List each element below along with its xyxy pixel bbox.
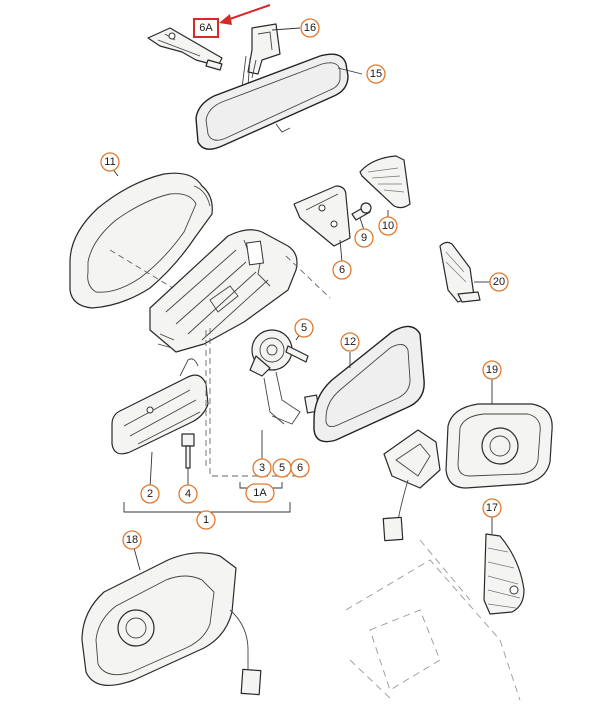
callout-1a: 1A — [245, 483, 275, 503]
svg-text:16: 16 — [304, 22, 316, 34]
svg-text:11: 11 — [104, 156, 115, 168]
svg-text:4: 4 — [185, 488, 191, 500]
svg-text:9: 9 — [361, 232, 367, 244]
part-15-interior-mirror — [195, 53, 349, 150]
part-18-mirror-base — [81, 552, 262, 696]
part-16-bracket — [241, 23, 281, 89]
svg-text:17: 17 — [486, 502, 498, 514]
svg-text:3: 3 — [259, 462, 265, 474]
svg-text:1: 1 — [203, 514, 209, 526]
svg-text:6: 6 — [297, 462, 303, 474]
svg-text:20: 20 — [493, 276, 505, 288]
callout-6b: 6 — [290, 458, 310, 478]
svg-text:5: 5 — [301, 322, 307, 334]
svg-text:19: 19 — [486, 364, 498, 376]
svg-text:12: 12 — [344, 336, 356, 348]
svg-text:5: 5 — [279, 462, 285, 474]
callout-1: 1 — [196, 510, 216, 530]
part-12-mirror-glass — [313, 325, 425, 443]
svg-text:6: 6 — [339, 264, 345, 276]
callout-16: 16 — [300, 18, 320, 38]
highlight-6a: 6A — [193, 4, 271, 38]
part-17-indicator — [483, 533, 525, 615]
callout-9: 9 — [354, 228, 374, 248]
callout-3: 3 — [252, 458, 272, 478]
callout-2: 2 — [140, 484, 160, 504]
callout-17: 17 — [482, 498, 502, 518]
svg-text:10: 10 — [382, 220, 394, 232]
callout-20: 20 — [489, 272, 509, 292]
callout-18: 18 — [122, 530, 142, 550]
svg-text:15: 15 — [370, 68, 382, 80]
part-9-screw — [351, 202, 372, 221]
callout-6-top: 6 — [332, 260, 352, 280]
callout-19: 19 — [482, 360, 502, 380]
svg-text:18: 18 — [126, 534, 138, 546]
part-5-screw — [285, 345, 309, 363]
svg-text:1A: 1A — [253, 487, 267, 499]
callout-4: 4 — [178, 484, 198, 504]
adjustment-motor — [249, 329, 301, 425]
part-6a-clip — [147, 27, 223, 71]
part-6-bracket — [293, 185, 351, 247]
part-20-trim — [439, 241, 481, 303]
part-2-lower-cover — [111, 358, 209, 455]
callout-15: 15 — [366, 64, 386, 84]
mirror-frame-assembly — [149, 229, 331, 353]
callout-10: 10 — [378, 216, 398, 236]
callout-11: 11 — [100, 152, 120, 172]
callout-5b: 5 — [272, 458, 292, 478]
callout-5: 5 — [294, 318, 314, 338]
part-11-housing — [69, 172, 213, 309]
door-outline — [345, 539, 521, 701]
part-19-mirror-assembly — [382, 403, 553, 542]
svg-text:2: 2 — [147, 488, 153, 500]
part-4-screw — [181, 433, 195, 469]
part-10-cover — [359, 155, 411, 209]
callout-12: 12 — [340, 332, 360, 352]
highlight-label: 6A — [199, 22, 213, 34]
